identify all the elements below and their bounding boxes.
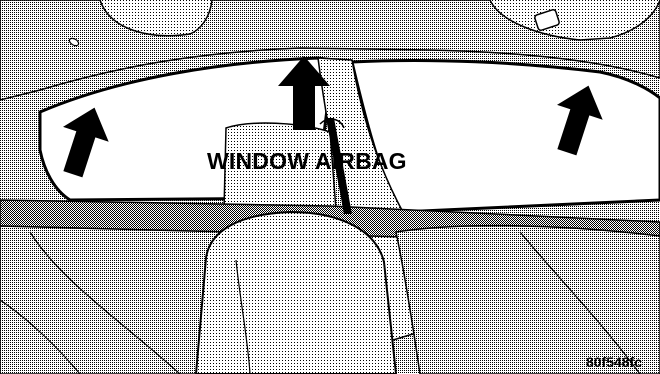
- window-airbag-label: WINDOW AIRBAG: [207, 147, 407, 175]
- figure-reference-code: 80f548fc: [586, 354, 642, 370]
- right-seat: [396, 226, 660, 374]
- seat-back: [196, 212, 396, 374]
- rear-window-glass: [352, 60, 660, 212]
- left-door-trim: [0, 226, 230, 374]
